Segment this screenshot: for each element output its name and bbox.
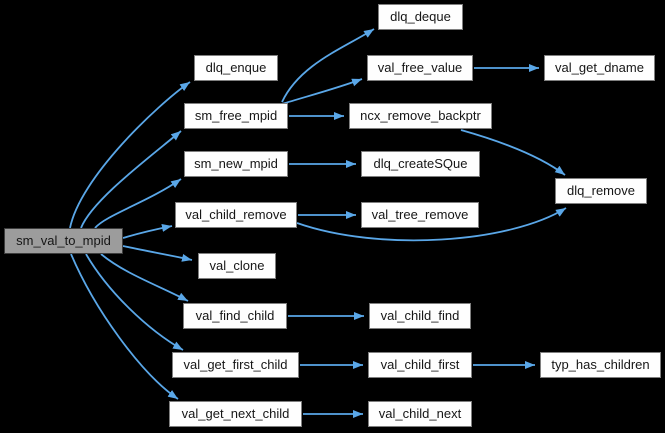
edge-sm_val_to_mpid-val_get_next_child [70,253,179,400]
graph-node-val-clone[interactable]: val_clone [198,253,276,279]
graph-node-val-get-first-child[interactable]: val_get_first_child [172,352,299,378]
graph-node-val-tree-remove[interactable]: val_tree_remove [361,202,479,228]
edge-sm_val_to_mpid-val_get_first_child [85,253,184,351]
graph-node-val-child-remove[interactable]: val_child_remove [175,202,297,228]
edge-sm_val_to_mpid-sm_free_mpid [80,130,182,229]
edge-sm_val_to_mpid-val_clone [122,245,193,262]
graph-node-sm-new-mpid[interactable]: sm_new_mpid [184,151,288,177]
graph-node-val-child-first[interactable]: val_child_first [368,352,472,378]
graph-node-dlq-createsque[interactable]: dlq_createSQue [361,151,480,177]
graph-node-dlq-deque[interactable]: dlq_deque [378,4,463,30]
graph-node-dlq-remove[interactable]: dlq_remove [555,178,647,204]
graph-node-val-free-value[interactable]: val_free_value [367,55,473,81]
graph-node-val-get-dname[interactable]: val_get_dname [544,55,655,81]
edge-sm_val_to_mpid-dlq_enque [69,81,191,229]
edge-sm_free_mpid-dlq_deque [281,28,375,103]
graph-node-val-child-find[interactable]: val_child_find [369,303,471,329]
graph-node-val-get-next-child[interactable]: val_get_next_child [169,401,302,427]
edge-ncx_remove_backptr-dlq_remove [460,129,566,176]
graph-node-dlq-enque[interactable]: dlq_enque [194,55,278,81]
graph-node-typ-has-children[interactable]: typ_has_children [540,352,661,378]
edge-sm_free_mpid-val_free_value [281,78,363,105]
edge-sm_val_to_mpid-val_find_child [100,253,189,302]
graph-node-sm-free-mpid[interactable]: sm_free_mpid [184,103,288,129]
edge-sm_val_to_mpid-val_child_remove [122,224,173,239]
edge-val_child_remove-dlq_remove [296,207,567,242]
graph-node-val-find-child[interactable]: val_find_child [183,303,287,329]
graph-node-val-child-next[interactable]: val_child_next [368,401,472,427]
edge-sm_val_to_mpid-sm_new_mpid [94,178,182,229]
graph-node-ncx-remove-backptr[interactable]: ncx_remove_backptr [349,103,492,129]
graph-node-sm-val-to-mpid: sm_val_to_mpid [4,228,123,254]
